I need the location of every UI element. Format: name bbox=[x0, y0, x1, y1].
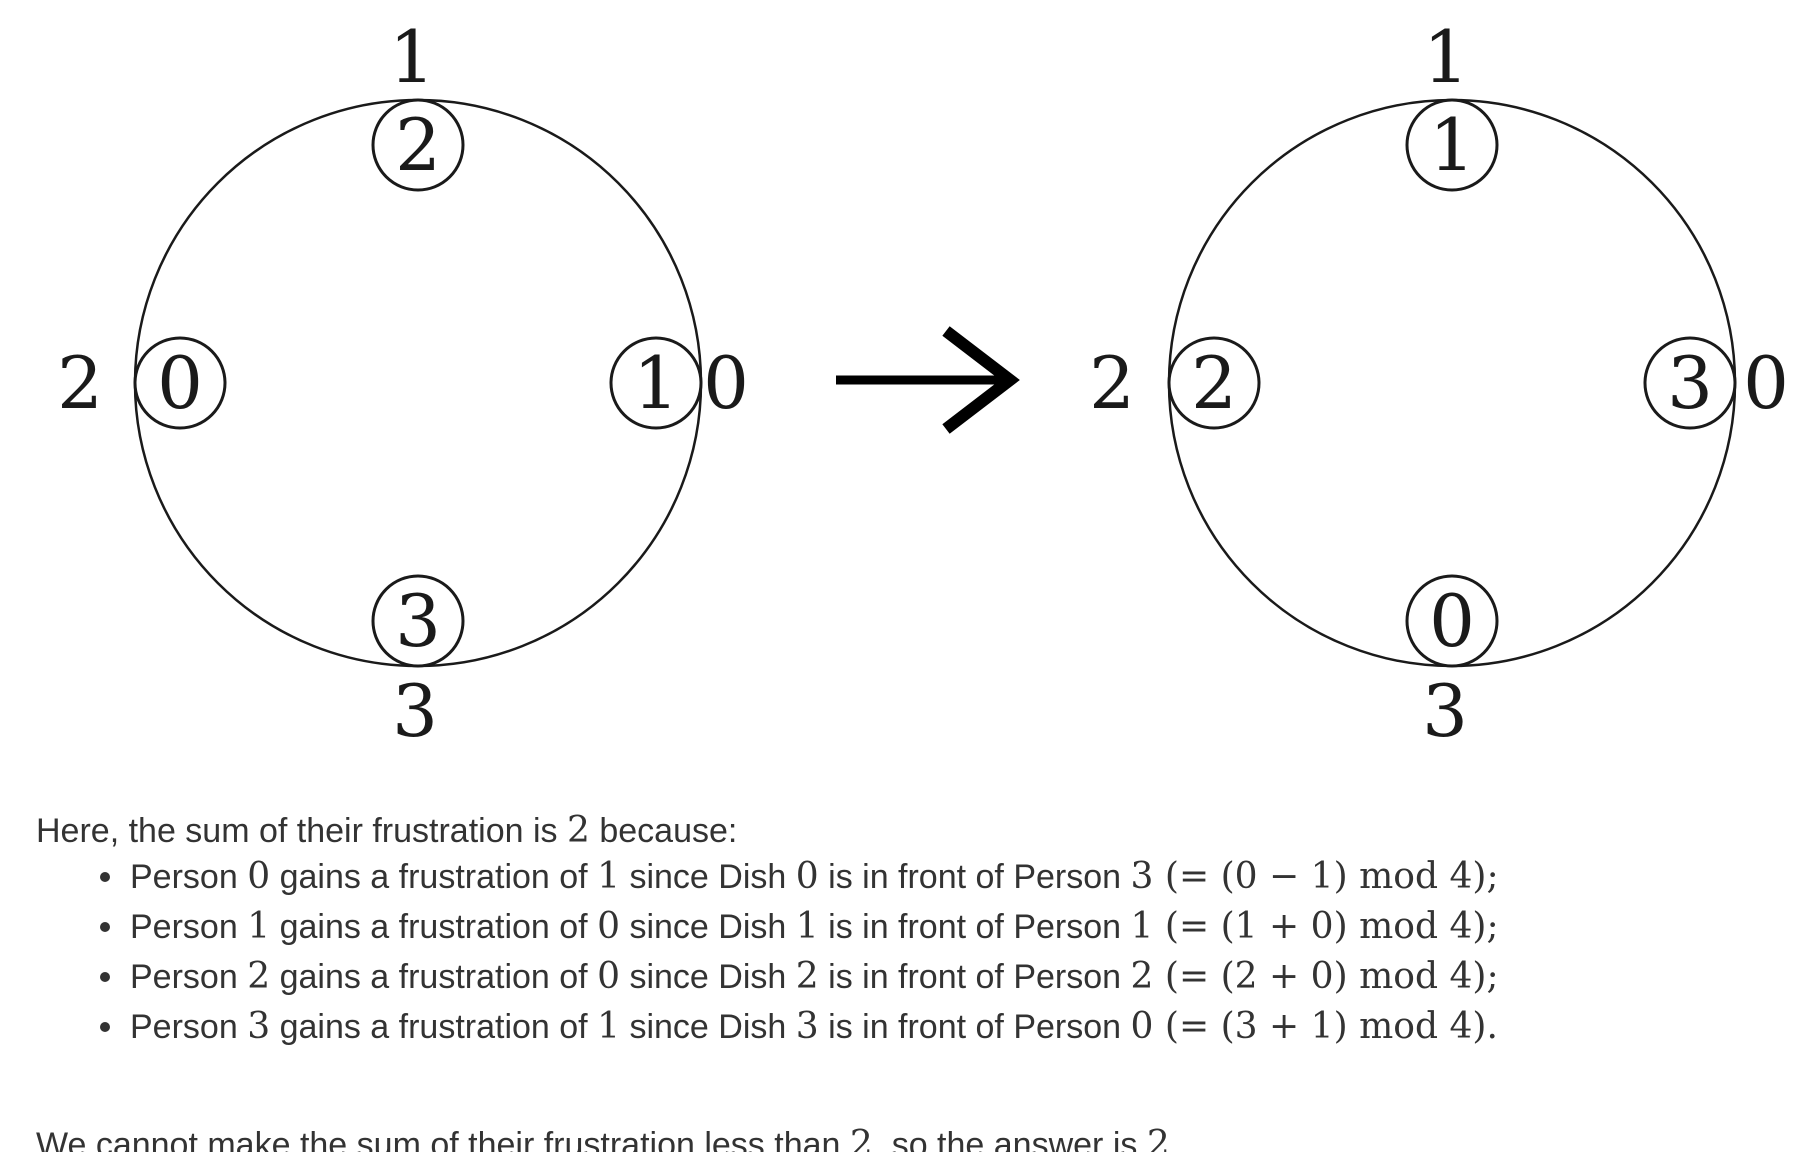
label-since-dish: since Dish bbox=[620, 1008, 796, 1046]
formula: (= (2 + 0) mod 4); bbox=[1153, 956, 1499, 997]
bullet-item-person-3: Person 3 gains a frustration of 1 since … bbox=[100, 1002, 1499, 1052]
person-number: 2 bbox=[57, 341, 103, 425]
person-id: 0 bbox=[247, 856, 271, 897]
label-front: is in front of Person bbox=[818, 1008, 1131, 1046]
dish-id: 0 bbox=[795, 856, 819, 897]
dish-number: 0 bbox=[1429, 579, 1475, 663]
dish-node bbox=[1405, 98, 1499, 192]
front-person-id: 3 bbox=[1130, 856, 1154, 897]
label-front: is in front of Person bbox=[818, 908, 1131, 946]
label-person: Person bbox=[130, 908, 248, 946]
formula: (= (3 + 1) mod 4). bbox=[1153, 1006, 1498, 1047]
bullet-item-person-0: Person 0 gains a frustration of 1 since … bbox=[100, 852, 1499, 902]
dish-node bbox=[1405, 574, 1499, 668]
dish-number: 1 bbox=[633, 341, 679, 425]
person-number: 2 bbox=[1089, 341, 1135, 425]
dish-node bbox=[371, 98, 465, 192]
conclusion-text: We cannot make the sum of their frustrat… bbox=[36, 1125, 1179, 1152]
frustration-value: 0 bbox=[597, 956, 621, 997]
dish-id: 3 bbox=[795, 1006, 819, 1047]
conclusion-number: 2 bbox=[849, 1124, 873, 1152]
label-since-dish: since Dish bbox=[620, 858, 796, 896]
person-number: 1 bbox=[1423, 15, 1469, 99]
label-front: is in front of Person bbox=[818, 858, 1131, 896]
intro-number: 2 bbox=[566, 810, 590, 851]
dish-node bbox=[1643, 336, 1737, 430]
label-person: Person bbox=[130, 858, 248, 896]
dish-node bbox=[1167, 336, 1261, 430]
label-gains: gains a frustration of bbox=[270, 958, 598, 996]
dish-node bbox=[133, 336, 227, 430]
person-id: 1 bbox=[247, 906, 271, 947]
person-number: 0 bbox=[1743, 341, 1789, 425]
person-number: 0 bbox=[703, 341, 749, 425]
label-since-dish: since Dish bbox=[620, 958, 796, 996]
conclusion-end: . bbox=[1169, 1126, 1180, 1152]
round-table-rotation-diagram: 2 1 3 0 1 0 3 2 1 3 0 2 1 0 3 bbox=[57, 15, 1789, 753]
label-front: is in front of Person bbox=[818, 958, 1131, 996]
frustration-value: 1 bbox=[597, 856, 621, 897]
frustration-bullet-list: Person 0 gains a frustration of 1 since … bbox=[100, 852, 1499, 1052]
label-gains: gains a frustration of bbox=[270, 858, 598, 896]
label-since-dish: since Dish bbox=[620, 908, 796, 946]
person-id: 3 bbox=[247, 1006, 271, 1047]
dish-id: 1 bbox=[795, 906, 819, 947]
conclusion-mid: , so the answer is bbox=[872, 1126, 1147, 1152]
person-number: 1 bbox=[389, 15, 435, 99]
dish-number: 2 bbox=[395, 103, 441, 187]
conclusion-pre: We cannot make the sum of their frustrat… bbox=[36, 1126, 850, 1152]
formula: (= (0 − 1) mod 4); bbox=[1153, 856, 1499, 897]
table-after: 1 3 0 2 1 0 3 2 bbox=[1089, 15, 1789, 753]
person-id: 2 bbox=[247, 956, 271, 997]
front-person-id: 0 bbox=[1130, 1006, 1154, 1047]
intro-text: Here, the sum of their frustration is 2 … bbox=[36, 811, 737, 851]
dish-node bbox=[371, 574, 465, 668]
dish-number: 3 bbox=[1667, 341, 1713, 425]
front-person-id: 1 bbox=[1130, 906, 1154, 947]
label-gains: gains a frustration of bbox=[270, 1008, 598, 1046]
intro-post: because: bbox=[589, 812, 738, 850]
dish-number: 2 bbox=[1191, 341, 1237, 425]
frustration-value: 1 bbox=[597, 1006, 621, 1047]
dish-id: 2 bbox=[795, 956, 819, 997]
person-number: 3 bbox=[1422, 669, 1468, 753]
frustration-value: 0 bbox=[597, 906, 621, 947]
label-person: Person bbox=[130, 1008, 248, 1046]
dish-number: 1 bbox=[1429, 103, 1475, 187]
person-number: 3 bbox=[392, 669, 438, 753]
label-gains: gains a frustration of bbox=[270, 908, 598, 946]
formula: (= (1 + 0) mod 4); bbox=[1153, 906, 1499, 947]
bullet-item-person-1: Person 1 gains a frustration of 0 since … bbox=[100, 902, 1499, 952]
dish-number: 3 bbox=[395, 579, 441, 663]
bullet-item-person-2: Person 2 gains a frustration of 0 since … bbox=[100, 952, 1499, 1002]
right-arrow-icon bbox=[836, 326, 1020, 434]
dish-number: 0 bbox=[157, 341, 203, 425]
label-person: Person bbox=[130, 958, 248, 996]
dish-node bbox=[609, 336, 703, 430]
intro-pre: Here, the sum of their frustration is bbox=[36, 812, 567, 850]
table-before: 2 1 3 0 1 0 3 2 bbox=[57, 15, 749, 753]
front-person-id: 2 bbox=[1130, 956, 1154, 997]
conclusion-answer: 2 bbox=[1146, 1124, 1170, 1152]
